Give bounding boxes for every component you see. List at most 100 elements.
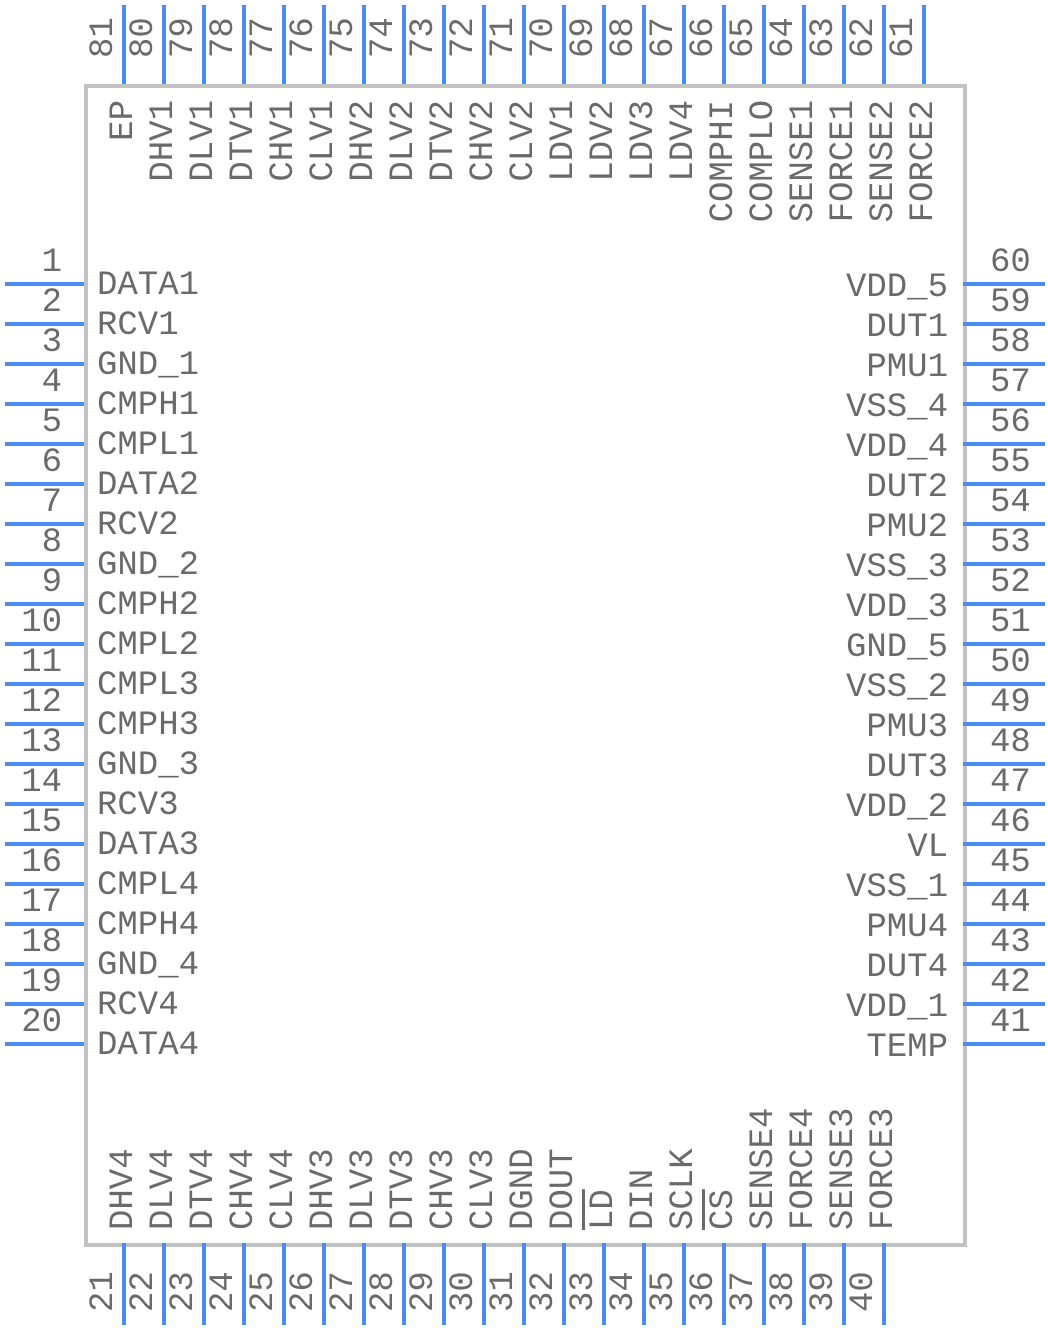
pin-label: DHV2 xyxy=(345,100,383,182)
pin-label: VSS_4 xyxy=(845,389,948,427)
pin-label: SENSE2 xyxy=(865,100,903,223)
pin-number: 29 xyxy=(405,1271,443,1312)
pin-number: 72 xyxy=(445,17,483,58)
pin-number: 36 xyxy=(685,1271,723,1312)
pin-label: CMPL4 xyxy=(97,867,200,905)
pin-number: 2 xyxy=(41,284,62,322)
pin-number: 74 xyxy=(365,17,403,58)
pin-label: CLV2 xyxy=(505,100,543,182)
pin-number: 56 xyxy=(990,404,1031,442)
pin-line xyxy=(442,1243,446,1325)
pin-number: 38 xyxy=(765,1271,803,1312)
pin-number: 59 xyxy=(990,284,1031,322)
pin-number: 8 xyxy=(41,524,62,562)
pin-label: DATA3 xyxy=(97,827,200,865)
pin-line xyxy=(963,682,1045,686)
pin-label: VDD_1 xyxy=(845,989,948,1027)
pin-number: 66 xyxy=(685,17,723,58)
pin-line xyxy=(963,522,1045,526)
pin-number: 70 xyxy=(525,17,563,58)
pin-label: RCV4 xyxy=(97,987,179,1025)
pin-label: LDV3 xyxy=(625,100,663,182)
pin-number: 34 xyxy=(605,1271,643,1312)
pin-label: DTV1 xyxy=(225,100,263,182)
pin-number: 14 xyxy=(21,764,62,802)
pin-label: PMU2 xyxy=(866,509,948,547)
pin-label: CHV2 xyxy=(465,100,503,182)
pin-number: 78 xyxy=(205,17,243,58)
pin-label: GND_5 xyxy=(845,629,948,667)
pin-number: 37 xyxy=(725,1271,763,1312)
pin-label: TEMP xyxy=(866,1029,948,1067)
pin-label: DOUT xyxy=(545,1148,583,1230)
pin-label: DLV3 xyxy=(345,1148,383,1230)
pin-line xyxy=(963,1002,1045,1006)
pin-line xyxy=(963,322,1045,326)
pin-line xyxy=(362,5,366,84)
pin-line xyxy=(5,562,84,566)
pin-number: 57 xyxy=(990,364,1031,402)
pin-number: 46 xyxy=(990,804,1031,842)
pin-line xyxy=(5,1042,84,1046)
pin-label: CMPH1 xyxy=(97,387,200,425)
pin-line xyxy=(963,282,1045,286)
pin-line xyxy=(5,442,84,446)
pin-line xyxy=(642,5,646,84)
pin-line xyxy=(963,442,1045,446)
pin-label: RCV3 xyxy=(97,787,179,825)
pin-line xyxy=(802,1243,806,1325)
pin-number: 17 xyxy=(21,884,62,922)
pin-number: 26 xyxy=(285,1271,323,1312)
pin-line xyxy=(5,842,84,846)
pin-label: CS xyxy=(705,1189,743,1230)
pin-line xyxy=(842,1243,846,1325)
pin-label: DLV2 xyxy=(385,100,423,182)
pin-number: 49 xyxy=(990,684,1031,722)
pin-line xyxy=(242,1243,246,1325)
pin-number: 64 xyxy=(765,17,803,58)
pin-number: 27 xyxy=(325,1271,363,1312)
pin-line xyxy=(562,1243,566,1325)
pin-line xyxy=(963,602,1045,606)
pin-label: FORCE2 xyxy=(905,100,943,223)
pin-label: VL xyxy=(907,829,948,867)
pin-line xyxy=(963,362,1045,366)
pin-label: CMPH4 xyxy=(97,907,200,945)
pin-number: 10 xyxy=(21,604,62,642)
pin-label: DTV4 xyxy=(185,1148,223,1230)
pin-line xyxy=(5,882,84,886)
pin-line xyxy=(963,842,1045,846)
pin-label: FORCE4 xyxy=(785,1107,823,1230)
pin-line xyxy=(202,5,206,84)
pin-line xyxy=(963,802,1045,806)
pin-line xyxy=(5,322,84,326)
pin-number: 58 xyxy=(990,324,1031,362)
pin-label: DATA1 xyxy=(97,267,200,305)
pin-line xyxy=(282,5,286,84)
pin-label: FORCE1 xyxy=(825,100,863,223)
pin-line xyxy=(5,602,84,606)
pin-label: PMU4 xyxy=(866,909,948,947)
pin-label: CLV3 xyxy=(465,1148,503,1230)
pin-line xyxy=(722,1243,726,1325)
pin-number: 31 xyxy=(485,1271,523,1312)
pin-line xyxy=(762,1243,766,1325)
pin-number: 33 xyxy=(565,1271,603,1312)
pin-label: DLV1 xyxy=(185,100,223,182)
pin-label: VDD_3 xyxy=(845,589,948,627)
pin-number: 55 xyxy=(990,444,1031,482)
pin-label: CLV1 xyxy=(305,100,343,182)
pin-line xyxy=(162,5,166,84)
pin-number: 68 xyxy=(605,17,643,58)
pin-number: 18 xyxy=(21,924,62,962)
pin-number: 65 xyxy=(725,17,763,58)
pin-label: DTV3 xyxy=(385,1148,423,1230)
pin-line xyxy=(5,642,84,646)
pin-number: 63 xyxy=(805,17,843,58)
pin-line xyxy=(162,1243,166,1325)
pin-label: DUT4 xyxy=(866,949,948,987)
pin-line xyxy=(762,5,766,84)
pin-label: CHV4 xyxy=(225,1148,263,1230)
pin-number: 73 xyxy=(405,17,443,58)
